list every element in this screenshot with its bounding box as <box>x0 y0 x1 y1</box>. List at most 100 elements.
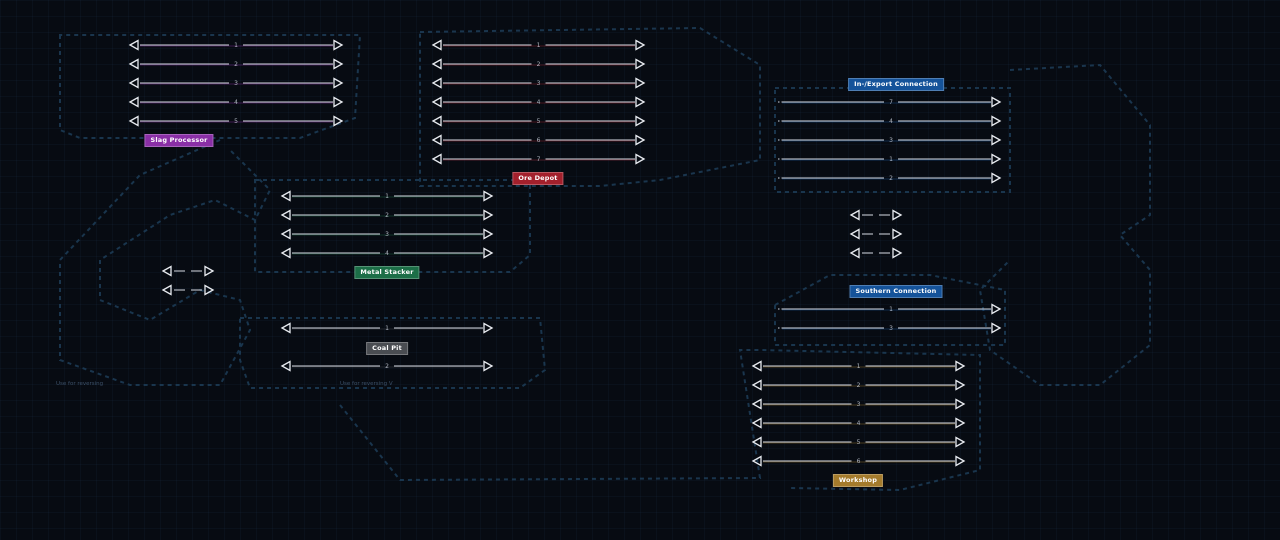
switch-east-3-right-arrow-icon[interactable] <box>892 247 903 259</box>
southern-track-2-right-arrow-icon[interactable] <box>991 322 1002 334</box>
workshop-track-4-right-arrow-icon[interactable] <box>955 417 966 429</box>
southern-track-1-right-arrow-icon[interactable] <box>991 303 1002 315</box>
slag-track-2-right-arrow-icon[interactable] <box>333 58 344 70</box>
slag-track-4-right-arrow-icon[interactable] <box>333 96 344 108</box>
coal-track-2-left-arrow-icon[interactable] <box>280 360 291 372</box>
coal-track-1-left-arrow-icon[interactable] <box>280 322 291 334</box>
label-coal-pit[interactable]: Coal Pit <box>366 342 408 355</box>
workshop-track-3-number: 3 <box>857 401 861 408</box>
ore-track-1-number: 1 <box>537 42 541 49</box>
switch-west-2-left-arrow-icon[interactable] <box>161 284 172 296</box>
ore-track-3-left-arrow-icon[interactable] <box>431 77 442 89</box>
ore-track-7-right-arrow-icon[interactable] <box>635 153 646 165</box>
ore-track-5-number: 5 <box>537 118 541 125</box>
metal-track-2-left-arrow-icon[interactable] <box>280 209 291 221</box>
ore-track-1-right-arrow-icon[interactable] <box>635 39 646 51</box>
metal-track-3-right-arrow-icon[interactable] <box>483 228 494 240</box>
southern-track-1-number: 1 <box>889 306 893 313</box>
slag-track-1-left-arrow-icon[interactable] <box>128 39 139 51</box>
import-track-1-right-arrow-icon[interactable] <box>991 96 1002 108</box>
workshop-track-6-left-arrow-icon[interactable] <box>751 455 762 467</box>
ore-track-4-left-arrow-icon[interactable] <box>431 96 442 108</box>
metal-track-1-number: 1 <box>385 193 389 200</box>
workshop-track-4-number: 4 <box>857 420 861 427</box>
slag-track-5-left-arrow-icon[interactable] <box>128 115 139 127</box>
workshop-track-2-number: 2 <box>857 382 861 389</box>
metal-track-4-number: 4 <box>385 250 389 257</box>
workshop-track-1-left-arrow-icon[interactable] <box>751 360 762 372</box>
workshop-track-5-left-arrow-icon[interactable] <box>751 436 762 448</box>
import-track-2-right-arrow-icon[interactable] <box>991 115 1002 127</box>
slag-track-3-left-arrow-icon[interactable] <box>128 77 139 89</box>
import-track-5-number: 2 <box>889 175 893 182</box>
slag-track-3-number: 3 <box>234 80 238 87</box>
ore-track-7-left-arrow-icon[interactable] <box>431 153 442 165</box>
import-track-5-right-arrow-icon[interactable] <box>991 172 1002 184</box>
workshop-track-1-number: 1 <box>857 363 861 370</box>
import-track-2-number: 4 <box>889 118 893 125</box>
slag-track-2-left-arrow-icon[interactable] <box>128 58 139 70</box>
switch-west-2-right-arrow-icon[interactable] <box>204 284 215 296</box>
ore-track-2-left-arrow-icon[interactable] <box>431 58 442 70</box>
switch-east-1-right-arrow-icon[interactable] <box>892 209 903 221</box>
hint-reversing-left: Use for reversing <box>56 381 104 387</box>
label-slag-processor[interactable]: Slag Processor <box>144 134 214 147</box>
slag-track-2-number: 2 <box>234 61 238 68</box>
workshop-track-2-left-arrow-icon[interactable] <box>751 379 762 391</box>
workshop-track-3-left-arrow-icon[interactable] <box>751 398 762 410</box>
import-track-4-right-arrow-icon[interactable] <box>991 153 1002 165</box>
metal-track-4-right-arrow-icon[interactable] <box>483 247 494 259</box>
switch-east-3-left-arrow-icon[interactable] <box>849 247 860 259</box>
label-import-export-connection[interactable]: In-/Export Connection <box>848 78 944 91</box>
southern-track-2-number: 3 <box>889 325 893 332</box>
metal-track-2-number: 2 <box>385 212 389 219</box>
ore-track-2-right-arrow-icon[interactable] <box>635 58 646 70</box>
metal-track-1-left-arrow-icon[interactable] <box>280 190 291 202</box>
coal-track-2-right-arrow-icon[interactable] <box>483 360 494 372</box>
switch-east-2-right-arrow-icon[interactable] <box>892 228 903 240</box>
switch-east-2-left-arrow-icon[interactable] <box>849 228 860 240</box>
switch-east-1-left-arrow-icon[interactable] <box>849 209 860 221</box>
ore-track-4-right-arrow-icon[interactable] <box>635 96 646 108</box>
workshop-track-1-right-arrow-icon[interactable] <box>955 360 966 372</box>
slag-track-5-right-arrow-icon[interactable] <box>333 115 344 127</box>
ore-track-1-left-arrow-icon[interactable] <box>431 39 442 51</box>
metal-track-1-right-arrow-icon[interactable] <box>483 190 494 202</box>
workshop-track-2-right-arrow-icon[interactable] <box>955 379 966 391</box>
import-track-4-number: 1 <box>889 156 893 163</box>
import-track-3-number: 3 <box>889 137 893 144</box>
label-metal-stacker[interactable]: Metal Stacker <box>354 266 420 279</box>
switch-west-1-right-arrow-icon[interactable] <box>204 265 215 277</box>
switch-west-1-left-arrow-icon[interactable] <box>161 265 172 277</box>
ore-track-5-right-arrow-icon[interactable] <box>635 115 646 127</box>
workshop-track-3-right-arrow-icon[interactable] <box>955 398 966 410</box>
coal-track-1-right-arrow-icon[interactable] <box>483 322 494 334</box>
metal-track-4-left-arrow-icon[interactable] <box>280 247 291 259</box>
ore-track-7-number: 7 <box>537 156 541 163</box>
import-track-1-number: 7 <box>889 99 893 106</box>
label-workshop[interactable]: Workshop <box>832 474 884 487</box>
metal-track-3-left-arrow-icon[interactable] <box>280 228 291 240</box>
workshop-track-5-number: 5 <box>857 439 861 446</box>
label-southern-connection[interactable]: Southern Connection <box>849 285 943 298</box>
import-track-3-right-arrow-icon[interactable] <box>991 134 1002 146</box>
workshop-track-5-right-arrow-icon[interactable] <box>955 436 966 448</box>
slag-track-3-right-arrow-icon[interactable] <box>333 77 344 89</box>
metal-track-2-right-arrow-icon[interactable] <box>483 209 494 221</box>
hint-reversing-center: Use for reversing V <box>340 381 393 387</box>
label-ore-depot[interactable]: Ore Depot <box>512 172 564 185</box>
slag-track-5-number: 5 <box>234 118 238 125</box>
ore-track-6-number: 6 <box>537 137 541 144</box>
workshop-track-4-left-arrow-icon[interactable] <box>751 417 762 429</box>
coal-track-2-number: 2 <box>385 363 389 370</box>
slag-track-4-left-arrow-icon[interactable] <box>128 96 139 108</box>
ore-track-4-number: 4 <box>537 99 541 106</box>
ore-track-6-right-arrow-icon[interactable] <box>635 134 646 146</box>
slag-track-1-right-arrow-icon[interactable] <box>333 39 344 51</box>
ore-track-5-left-arrow-icon[interactable] <box>431 115 442 127</box>
workshop-track-6-right-arrow-icon[interactable] <box>955 455 966 467</box>
ore-track-3-right-arrow-icon[interactable] <box>635 77 646 89</box>
ore-track-6-left-arrow-icon[interactable] <box>431 134 442 146</box>
